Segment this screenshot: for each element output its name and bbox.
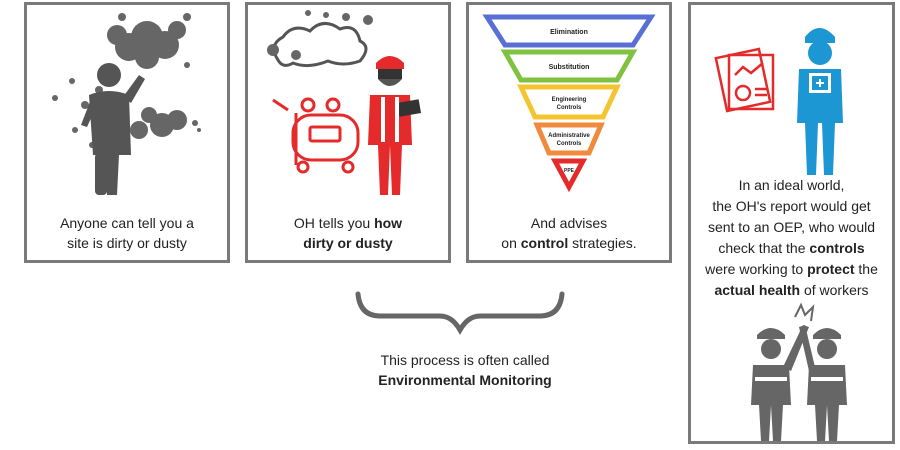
caption-bold: actual health [714,282,801,298]
caption-text: of workers [800,282,869,298]
oh-worker-illustration [267,10,422,195]
caption-bold: control [520,235,569,251]
caption-bold: how [374,215,403,231]
oep-illustration [714,28,847,441]
caption-text: check that the [718,240,810,256]
caption-line: sent to an OEP, who would [707,219,876,235]
bracket-line: This process is often called [380,352,550,368]
caption-line: the OH's report would get [712,198,871,214]
high-five-workers-icon [751,302,847,441]
caption-bold: controls [809,240,865,256]
label-ppe: PPE [564,168,575,174]
caption-line: In an ideal world, [738,177,845,193]
oep-doctor-icon [797,28,843,175]
caption-text: strategies. [568,235,637,251]
curly-bracket [355,291,565,336]
label-substitution: Substitution [549,64,590,71]
elimination-band [482,14,656,48]
ppe-band [550,158,588,193]
caption-bold: protect [807,261,855,277]
label-administrative: Administrative [548,133,590,139]
caption-line: site is dirty or dusty [67,235,187,251]
panel-oh-caption: OH tells you how dirty or dusty [248,213,448,253]
panel-oep: In an ideal world, the OH's report would… [688,2,895,444]
substitution-band [500,49,638,83]
label-elimination: Elimination [550,29,588,36]
caption-text: were working to [705,261,808,277]
panel-controls: Elimination Substitution Engineering Con… [466,2,672,263]
engineering-band [517,84,621,120]
label-engineering: Engineering [552,97,587,103]
panel-anyone-caption: Anyone can tell you a site is dirty or d… [27,213,227,253]
dusty-worker-illustration [52,13,201,195]
panel-oep-caption: In an ideal world, the OH's report would… [691,175,892,301]
panel-anyone: Anyone can tell you a site is dirty or d… [24,2,230,263]
label-engineering-controls: Controls [557,105,582,111]
caption-text: OH tells you [293,215,375,231]
panel-oh: OH tells you how dirty or dusty [245,2,451,263]
hierarchy-of-controls: Elimination Substitution Engineering Con… [482,14,656,193]
panel-controls-caption: And advises on control strategies. [469,213,669,253]
administrative-band [533,122,605,156]
bracket-caption: This process is often called Environment… [300,350,630,390]
caption-bold: dirty or dusty [303,235,393,251]
caption-text: on [501,235,521,251]
bracket-bold: Environmental Monitoring [378,372,552,388]
caption-line: And advises [530,215,608,231]
caption-text: the [854,261,878,277]
report-icon [714,47,775,113]
label-administrative-controls: Controls [557,141,582,147]
caption-line: Anyone can tell you a [60,215,194,231]
